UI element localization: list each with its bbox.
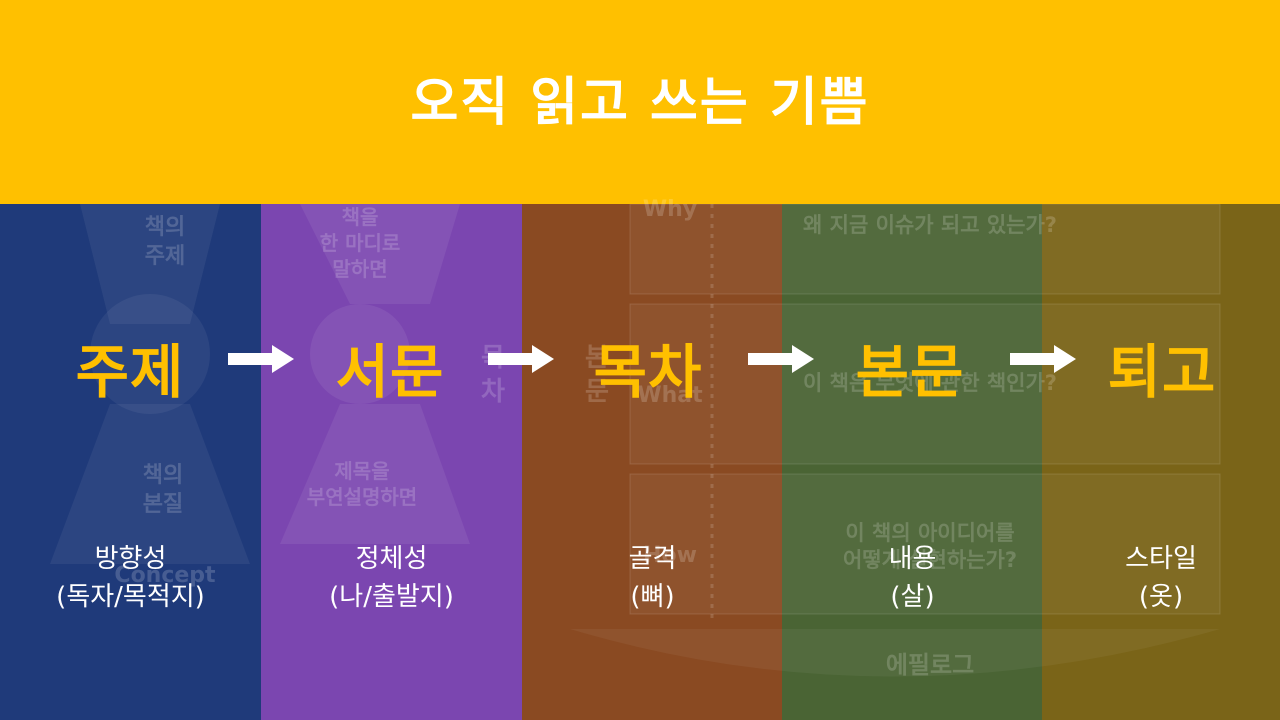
stage-column-1 [0,204,261,720]
stage-label-1: 주제 [75,338,185,406]
stage-description-line2: (뼈) [630,582,675,612]
page-title: 오직 읽고 쓰는 기쁨 [410,72,870,133]
stage-label-3: 목차 [593,338,703,406]
bg-title-explain: 제목을 부연설명하면 [306,459,418,509]
hourglass-diagram-1 [50,204,250,564]
bg-bonmun: 본 문 [585,343,609,407]
stage-description-1: 방향성 (독자/목적지) [0,540,261,616]
bg-why-question: 왜 지금 이슈가 되고 있는가? [803,213,1057,237]
hourglass-diagram-2 [280,204,470,544]
stage-description-line1: 정체성 [355,544,428,574]
stage-description-line1: 방향성 [94,544,167,574]
bg-how-question: 이 책의 아이디어를 어떻게 실현하는가? [842,521,1018,573]
bg-why: Why [642,197,698,222]
right-arrow-icon [1010,345,1076,373]
stage-column-4 [782,204,1043,720]
stage-description-5: 스타일 (옷) [1042,540,1280,616]
stage-description-line2: (살) [890,582,935,612]
stage-column-3 [522,204,783,720]
book-outline-diagram [570,204,1221,677]
stage-description-4: 내용 (살) [782,540,1043,616]
bg-book-theme: 책의 주제 [144,215,186,269]
stage-description-line1: 내용 [888,544,937,574]
stage-description-line2: (옷) [1138,582,1184,612]
bg-how: How [643,543,697,568]
stage-description-line2: (독자/목적지) [56,582,205,612]
bg-epilogue: 에필로그 [885,651,975,679]
stage-description-line1: 스타일 [1125,544,1197,574]
stage-column-2 [261,204,522,720]
right-arrow-icon [228,345,294,373]
stage-description-3: 골격 (뼈) [522,540,783,616]
stage-label-5: 퇴고 [1107,338,1217,406]
stage-description-line1: 골격 [628,544,677,574]
bg-book-essence: 책의 본질 [142,463,184,517]
stage-label-4: 본문 [855,338,965,406]
stage-description-2: 정체성 (나/출발지) [261,540,522,616]
header-banner: 오직 읽고 쓰는 기쁨 [0,0,1280,204]
stage-description-line2: (나/출발지) [329,582,454,612]
bg-what-question: 이 책은 무엇에 관한 책인가? [803,371,1057,395]
bg-concept: Concept [114,563,216,588]
bg-one-word: 책을 한 마디로 말하면 [319,205,401,281]
right-arrow-icon [748,345,814,373]
stage-label-2: 서문 [335,338,445,406]
stage-column-5 [1042,204,1280,720]
bg-what: What [637,383,703,408]
right-arrow-icon [488,345,554,373]
